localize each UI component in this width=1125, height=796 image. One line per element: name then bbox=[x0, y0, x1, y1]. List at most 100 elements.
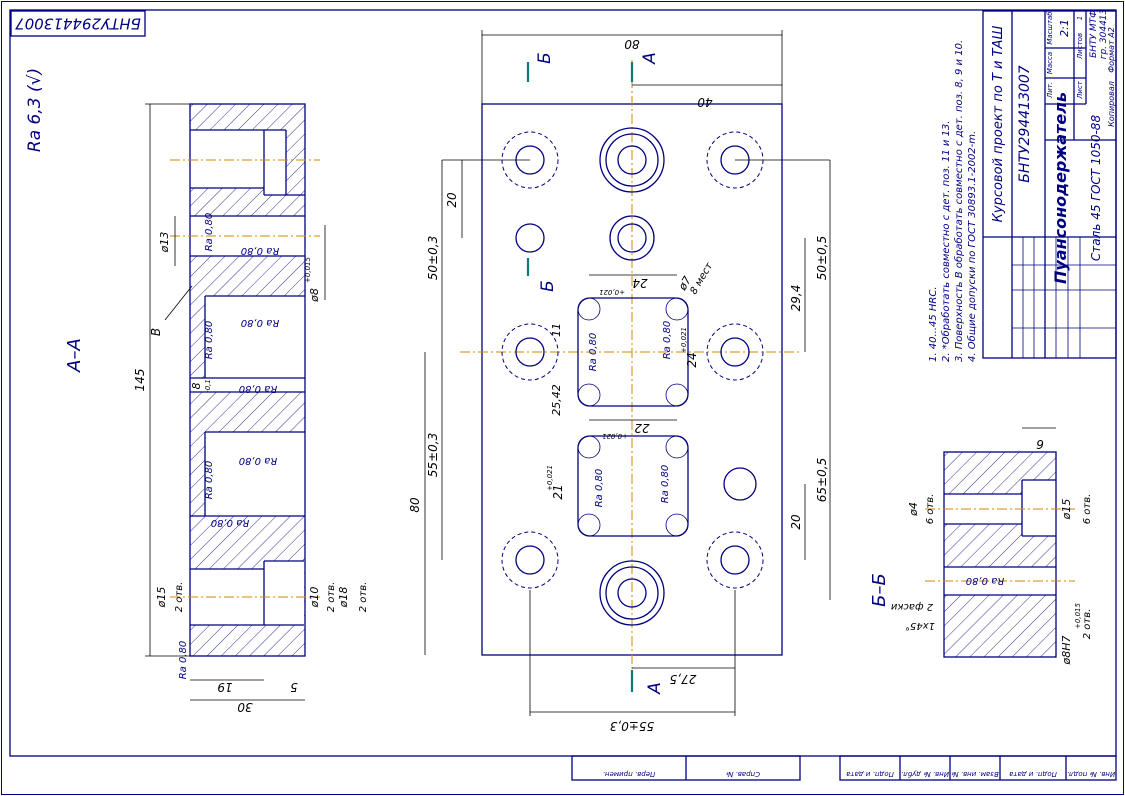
bb-dim-chamfer: 2 фаски bbox=[890, 601, 933, 612]
section-bb: Б–Б 6 ø4 6 отв. ø15 6 отв. 2 фаски 1х45°… bbox=[869, 427, 1093, 666]
front-ra-1: Ra 0,80 bbox=[588, 333, 599, 372]
aa-dim-5: 5 bbox=[290, 680, 298, 694]
bottom-cell-5: Взам. инв. № bbox=[951, 770, 999, 778]
front-dim-20: 20 bbox=[445, 192, 459, 208]
aa-dim-19: 19 bbox=[217, 680, 232, 694]
section-aa-label: А–А bbox=[64, 338, 85, 373]
tb-course: Курсовой проект по Т и ТАШ bbox=[991, 26, 1006, 223]
front-dim-55-left: 55±0,3 bbox=[426, 433, 440, 477]
front-dim-22-tol: +0,021 bbox=[602, 432, 628, 440]
aa-dim-145: 145 bbox=[133, 369, 147, 392]
bottom-cell-6: Подп. и дата bbox=[1009, 770, 1057, 778]
aa-dim-d8: ø8 bbox=[308, 288, 321, 303]
aa-ra-7: Ra 0,80 bbox=[204, 461, 215, 500]
aa-dim-d18-n: 2 отв. bbox=[358, 582, 369, 613]
front-dim-29-4: 29,4 bbox=[789, 285, 803, 312]
aa-dim-d8-tol: +0,015 bbox=[304, 257, 312, 283]
top-stamp-text: БНТУ294413007 bbox=[15, 15, 141, 33]
tb-sheet: Лист bbox=[1076, 80, 1084, 100]
tb-mass-hdr: Масса bbox=[1046, 52, 1054, 74]
aa-ra-4: Ra 0,80 bbox=[204, 321, 215, 360]
aa-ra-3: Ra 0,80 bbox=[241, 317, 280, 328]
front-dim-11: 11 bbox=[550, 323, 563, 337]
front-dim-50-right: 50±0,5 bbox=[815, 236, 829, 280]
bb-dim-d15: ø15 bbox=[1060, 499, 1073, 521]
aa-dim-30: 30 bbox=[237, 700, 253, 714]
front-dim-24-top-tol: +0,021 bbox=[599, 288, 625, 296]
front-dim-27-5: 27,5 bbox=[670, 672, 697, 686]
bottom-cell-3: Подп. и дата bbox=[846, 770, 894, 778]
section-bb-label: Б–Б bbox=[869, 573, 890, 607]
cut-mark-a-bottom: А bbox=[645, 682, 665, 695]
general-roughness: Ra 6,3 (√) bbox=[25, 68, 45, 152]
tb-format: Формат А2 bbox=[1107, 27, 1116, 73]
aa-ra-1: Ra 0,80 bbox=[204, 213, 215, 252]
bb-ra: Ra 0,80 bbox=[966, 575, 1005, 586]
front-dim-40: 40 bbox=[697, 95, 713, 109]
aa-surface-b: В bbox=[149, 328, 163, 336]
bottom-cell-4: Инв. № дубл. bbox=[901, 770, 949, 778]
front-dim-22: 22 bbox=[634, 421, 649, 435]
aa-dim-8-tol: -0,1 bbox=[204, 379, 212, 393]
bottom-cell-1: Перв. примен. bbox=[603, 770, 656, 778]
bb-dim-d8h7: ø8H7 bbox=[1060, 636, 1073, 666]
bb-dim-d8h7-tol: +0,015 bbox=[1074, 603, 1082, 629]
front-ra-3: Ra 0,80 bbox=[594, 469, 605, 508]
tb-doc-number: БНТУ294413007 bbox=[1017, 65, 1033, 182]
front-dim-d7-n: 8 мест bbox=[688, 260, 715, 296]
front-dim-50-left: 50±0,3 bbox=[426, 236, 440, 280]
front-dim-65-right: 65±0,5 bbox=[815, 458, 829, 502]
note-1: 1. 40...45 HRC. bbox=[928, 286, 939, 362]
note-2: 2. *Обработать совместно с дет. поз. 11 … bbox=[940, 121, 952, 362]
aa-dim-d10: ø10 bbox=[308, 587, 321, 609]
aa-ra-2: Ra 0,80 bbox=[241, 245, 280, 256]
tb-sheets: Листов bbox=[1076, 33, 1084, 60]
front-dim-24-top: 24 bbox=[632, 276, 647, 290]
tb-lit-hdr: Лит. bbox=[1046, 82, 1054, 99]
bb-dim-6: 6 bbox=[1036, 437, 1044, 451]
aa-dim-d10-n: 2 отв. bbox=[326, 582, 337, 613]
bb-dim-d4-n: 6 отв. bbox=[925, 494, 936, 525]
aa-dim-d18: ø18 bbox=[337, 587, 350, 609]
aa-dim-8: 8 bbox=[190, 383, 203, 390]
tb-scale-hdr: Масштаб bbox=[1046, 11, 1054, 45]
aa-ra-9: Ra 0,80 bbox=[178, 641, 189, 680]
front-view: 80 40 Б А Б А 20 50±0,3 55±0,3 80 50±0,5… bbox=[408, 30, 831, 733]
tb-copied: Копировал bbox=[1107, 81, 1116, 127]
aa-dim-d13: ø13 bbox=[158, 232, 171, 254]
note-3: 3. Поверхность В обработать совместно с … bbox=[953, 40, 965, 362]
cut-mark-b-top: Б bbox=[535, 52, 555, 64]
tb-sheets-n: 1 bbox=[1076, 16, 1084, 20]
tb-part-name: Пуансонодержатель bbox=[1051, 92, 1070, 284]
bottom-cell-7: Инв. № подл. bbox=[1067, 770, 1115, 778]
title-block: БНТУ294413007 Курсовой проект по Т и ТАШ… bbox=[982, 8, 1117, 359]
cut-mark-b-mid: Б bbox=[538, 280, 558, 292]
tb-org-2: гр. 304413 bbox=[1099, 8, 1109, 59]
tb-material: Сталь 45 ГОСТ 1050-88 bbox=[1089, 115, 1103, 262]
bb-dim-chamfer-2: 1х45° bbox=[905, 620, 935, 631]
top-stamp-box bbox=[10, 10, 146, 37]
front-dim-d7: ø7 bbox=[675, 274, 694, 293]
bb-dim-d15-n: 6 отв. bbox=[1082, 494, 1093, 525]
bottom-block-right: Подп. и дата Инв. № дубл. Взам. инв. № П… bbox=[839, 755, 1117, 781]
front-ra-2: Ra 0,80 bbox=[662, 321, 673, 360]
bb-dim-d4: ø4 bbox=[907, 502, 920, 517]
aa-ra-5: Ra 0,80 bbox=[239, 383, 278, 394]
tb-scale: 2:1 bbox=[1058, 19, 1071, 37]
inner-frame bbox=[9, 9, 1117, 757]
front-dim-20-bottom: 20 bbox=[789, 514, 803, 530]
cut-mark-a-top: А bbox=[640, 52, 660, 65]
bottom-cell-2: Справ. № bbox=[726, 770, 760, 778]
aa-dim-d15-n: 2 отв. bbox=[174, 582, 185, 613]
section-aa: А–А 145 30 19 5 ø13 ø bbox=[64, 103, 369, 714]
aa-ra-8: Ra 0,80 bbox=[211, 517, 250, 528]
front-dim-25-42: 25,42 bbox=[550, 384, 563, 416]
aa-ra-6: Ra 0,80 bbox=[239, 455, 278, 466]
tb-org-1: БНТУ МТФ bbox=[1089, 10, 1099, 58]
front-ra-4: Ra 0,80 bbox=[660, 465, 671, 504]
front-dim-24-vert-tol: +0,021 bbox=[680, 327, 688, 353]
bb-dim-d8h7-n: 2 отв. bbox=[1082, 609, 1093, 640]
front-dim-24-vert: 24 bbox=[685, 352, 699, 367]
aa-dim-d15: ø15 bbox=[155, 587, 168, 609]
